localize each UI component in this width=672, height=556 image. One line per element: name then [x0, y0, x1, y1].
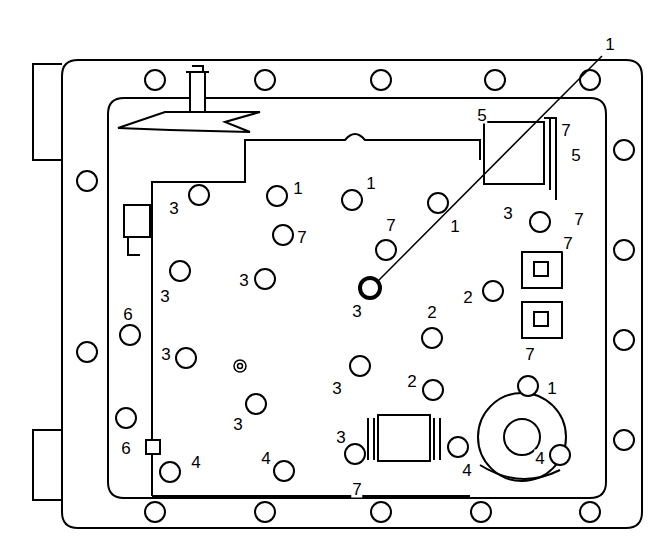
target-mark [234, 360, 246, 372]
callout-number: 7 [573, 211, 584, 228]
detent-lever [118, 112, 260, 132]
bolt-hole [614, 140, 634, 160]
callout-number: 5 [570, 147, 581, 164]
bolt-hole [255, 269, 275, 289]
bolt-hole [77, 171, 97, 191]
clip [480, 465, 560, 479]
bolt-hole [376, 240, 396, 260]
bolt-hole [273, 225, 293, 245]
callout-number: 3 [168, 200, 179, 217]
callout-number: 3 [502, 205, 513, 222]
leader-line [378, 56, 602, 281]
bolt-hole [160, 462, 180, 482]
bolt-hole [371, 502, 391, 522]
callout-number: 4 [534, 450, 545, 467]
callout-number: 7 [560, 122, 571, 139]
bolt-hole [120, 325, 140, 345]
outer-flange [62, 60, 642, 528]
callout-number: 6 [120, 440, 131, 457]
callout-number: 3 [160, 346, 171, 363]
connector [128, 237, 140, 255]
accumulator [478, 393, 566, 481]
bolt-hole [471, 502, 491, 522]
components [118, 66, 566, 481]
callout-number: 3 [335, 429, 346, 446]
flange-ears [33, 64, 62, 500]
bolt-hole [255, 70, 275, 90]
valve-body-edge [152, 495, 470, 497]
bolt-hole [422, 328, 442, 348]
bolt-hole [145, 502, 165, 522]
bolt-hole [345, 444, 365, 464]
bolt-hole [423, 380, 443, 400]
bolt-hole [530, 212, 550, 232]
solenoid [534, 312, 548, 326]
callout-number: 2 [426, 304, 437, 321]
callout-number: 4 [260, 450, 271, 467]
callout-number: 1 [604, 36, 615, 53]
solenoid [522, 252, 562, 288]
bolt-hole [176, 348, 196, 368]
callout-number: 1 [365, 175, 376, 192]
callout-number: 7 [296, 229, 307, 246]
bolt-hole [614, 240, 634, 260]
target-mark [238, 364, 243, 369]
pressure-switch [484, 122, 544, 184]
valve-body-edge [152, 134, 480, 496]
bolt-hole [580, 502, 600, 522]
bolt-hole [518, 376, 538, 396]
bolt-hole [448, 437, 468, 457]
callout-number: 1 [292, 180, 303, 197]
callout-number: 3 [331, 380, 342, 397]
bolt-hole [550, 445, 570, 465]
callout-number: 3 [238, 272, 249, 289]
bolt-hole [614, 330, 634, 350]
bolt-holes [77, 70, 634, 522]
solenoid [378, 415, 430, 461]
callout-number: 4 [190, 454, 201, 471]
solenoid-coil [368, 418, 440, 460]
callout-number: 3 [232, 416, 243, 433]
bolt-hole [342, 190, 362, 210]
bolt-hole [267, 186, 287, 206]
case-outline [33, 60, 642, 528]
bolt-hole [255, 502, 275, 522]
bolt-hole [580, 70, 600, 90]
bolt-hole [371, 70, 391, 90]
callout-number: 2 [462, 289, 473, 306]
solenoid [522, 302, 562, 338]
solenoid [534, 262, 548, 276]
bracket [544, 118, 556, 200]
callout-number: 5 [476, 107, 487, 124]
callout-number: 1 [546, 380, 557, 397]
bolt-hole [116, 408, 136, 428]
callout-number: 7 [351, 481, 362, 498]
bolt-hole [77, 342, 97, 362]
bolt-hole [485, 70, 505, 90]
inner-rim [108, 98, 606, 498]
highlighted-bolt-hole [360, 278, 380, 298]
bolt-hole [350, 356, 370, 376]
callout-number: 7 [385, 217, 396, 234]
callout-number: 4 [461, 462, 472, 479]
bolt-hole [170, 261, 190, 281]
bolt-hole [189, 185, 209, 205]
clip [146, 440, 160, 454]
connector [124, 205, 150, 237]
bolt-hole [246, 394, 266, 414]
callout-number: 7 [562, 235, 573, 252]
bolt-hole [483, 281, 503, 301]
callout-number: 1 [449, 218, 460, 235]
callout-number: 2 [406, 373, 417, 390]
callout-number: 6 [122, 306, 133, 323]
callout-number: 3 [159, 288, 170, 305]
bolt-hole [428, 193, 448, 213]
bolt-hole [614, 430, 634, 450]
bolt-hole [274, 461, 294, 481]
bolt-hole [145, 70, 165, 90]
callout-number: 7 [524, 346, 535, 363]
callout-number: 3 [351, 303, 362, 320]
